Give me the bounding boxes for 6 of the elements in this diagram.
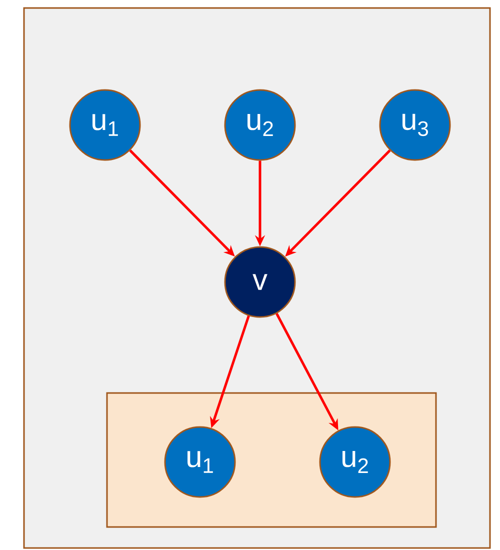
circle-node: u$_{1}$	[164, 426, 236, 498]
circle-node: u$_{1}$	[69, 89, 141, 161]
circle-node: v	[224, 246, 296, 318]
circle-node: u$_{2}$	[224, 89, 296, 161]
circle-node: u$_{3}$	[379, 89, 451, 161]
circle-node: u$_{2}$	[319, 426, 391, 498]
